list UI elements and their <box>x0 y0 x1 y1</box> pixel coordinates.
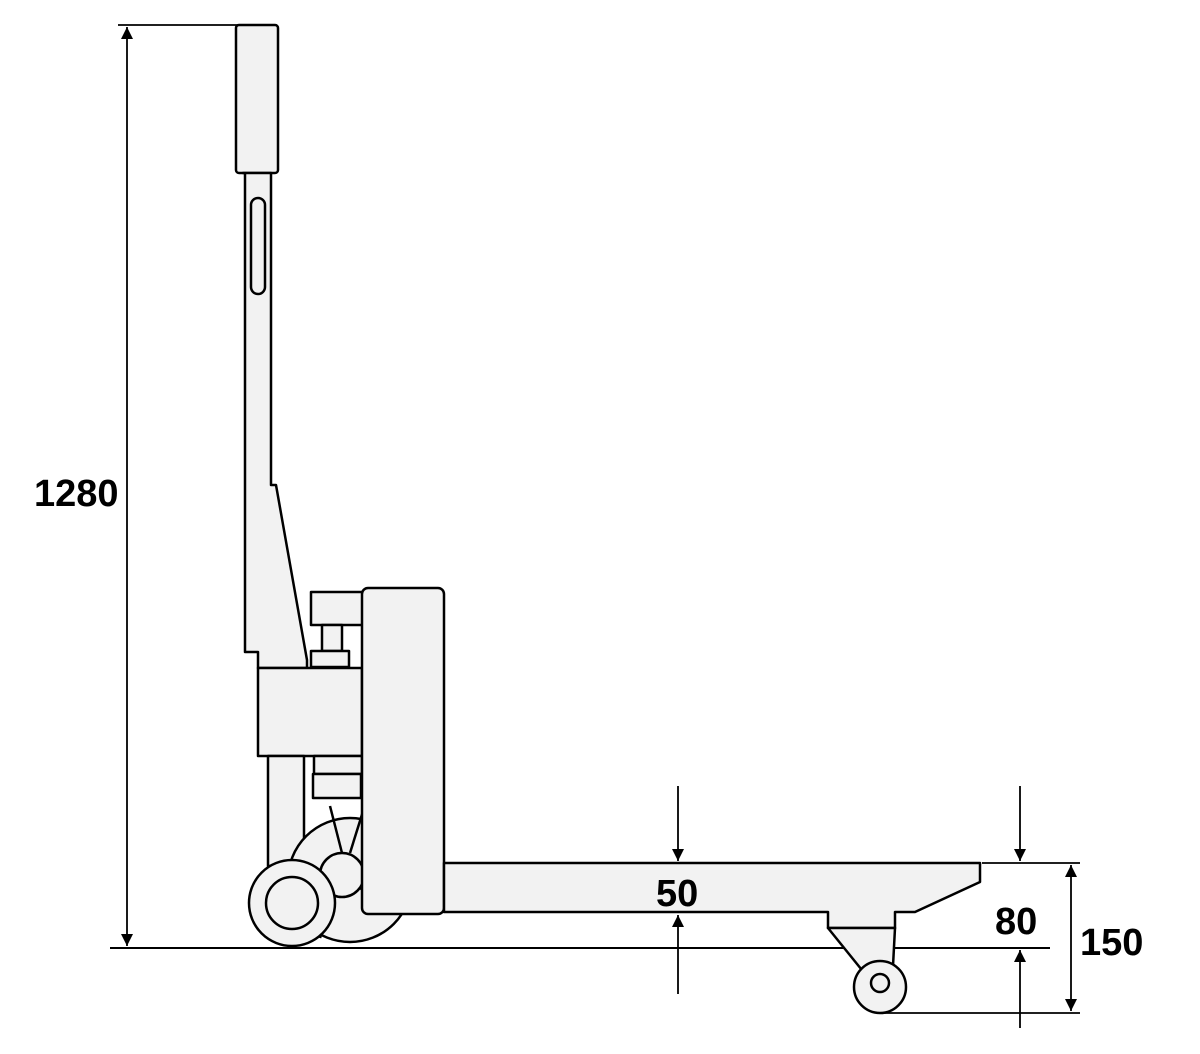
pallet-truck <box>234 23 982 1015</box>
steering-wheel-small-hub <box>264 875 320 931</box>
pump-nut <box>309 649 351 669</box>
pump-head <box>309 590 365 627</box>
pump-piston <box>320 623 344 653</box>
pump-housing <box>256 666 364 758</box>
label-fork-lowered-height: 80 <box>995 901 1037 943</box>
label-fork-thickness: 50 <box>656 873 698 915</box>
fork <box>442 861 982 930</box>
label-overall-height: 1280 <box>34 473 119 515</box>
pump-pivot <box>312 754 364 776</box>
handle-slot <box>249 196 267 296</box>
handle-grip <box>234 23 280 175</box>
label-fork-raised-height: 150 <box>1080 922 1143 964</box>
steering-leg-right <box>311 772 363 800</box>
chassis-upright <box>360 586 446 916</box>
load-roller-hub <box>869 972 891 994</box>
steering-wheel-spoke <box>328 805 344 854</box>
dimension-lines <box>118 24 1080 1028</box>
